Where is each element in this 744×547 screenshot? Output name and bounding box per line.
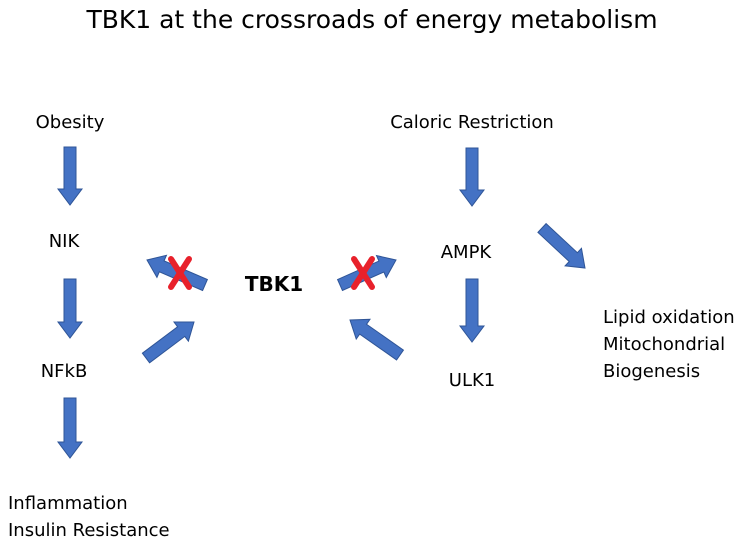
arrow-ampk-to-lipid-oxidation (537, 222, 586, 269)
arrows (57, 146, 586, 459)
node-biogenesis: Biogenesis (603, 361, 700, 382)
inhibition-mark-right (351, 256, 375, 290)
node-nfkb: NFkB (41, 361, 88, 382)
arrow-ulk1-to-tbk1 (349, 318, 405, 361)
diagram-title: TBK1 at the crossroads of energy metabol… (85, 5, 657, 34)
node-nik: NIK (49, 231, 81, 252)
arrow-caloric-restriction-to-ampk (459, 147, 485, 207)
node-mitochondrial: Mitochondrial (603, 334, 725, 355)
node-ampk: AMPK (441, 242, 493, 263)
arrow-obesity-to-nik (57, 146, 83, 206)
node-tbk1: TBK1 (245, 272, 303, 296)
arrow-nik-to-nfkb (57, 278, 83, 339)
node-insulin-resistance: Insulin Resistance (8, 520, 170, 541)
arrow-nfkb-to-inflammation (57, 397, 83, 459)
node-lipid-oxidation: Lipid oxidation (603, 307, 735, 328)
node-caloric-restriction: Caloric Restriction (390, 112, 554, 133)
arrow-ampk-to-ulk1 (459, 278, 485, 343)
arrow-tbk1-to-nik-inhibited (146, 254, 209, 292)
node-ulk1: ULK1 (449, 370, 495, 391)
node-inflammation: Inflammation (8, 493, 128, 514)
inhibition-mark-left (168, 256, 192, 290)
node-obesity: Obesity (36, 112, 105, 133)
arrow-nfkb-to-tbk1 (141, 321, 195, 364)
arrow-tbk1-to-ampk-inhibited (336, 254, 397, 292)
